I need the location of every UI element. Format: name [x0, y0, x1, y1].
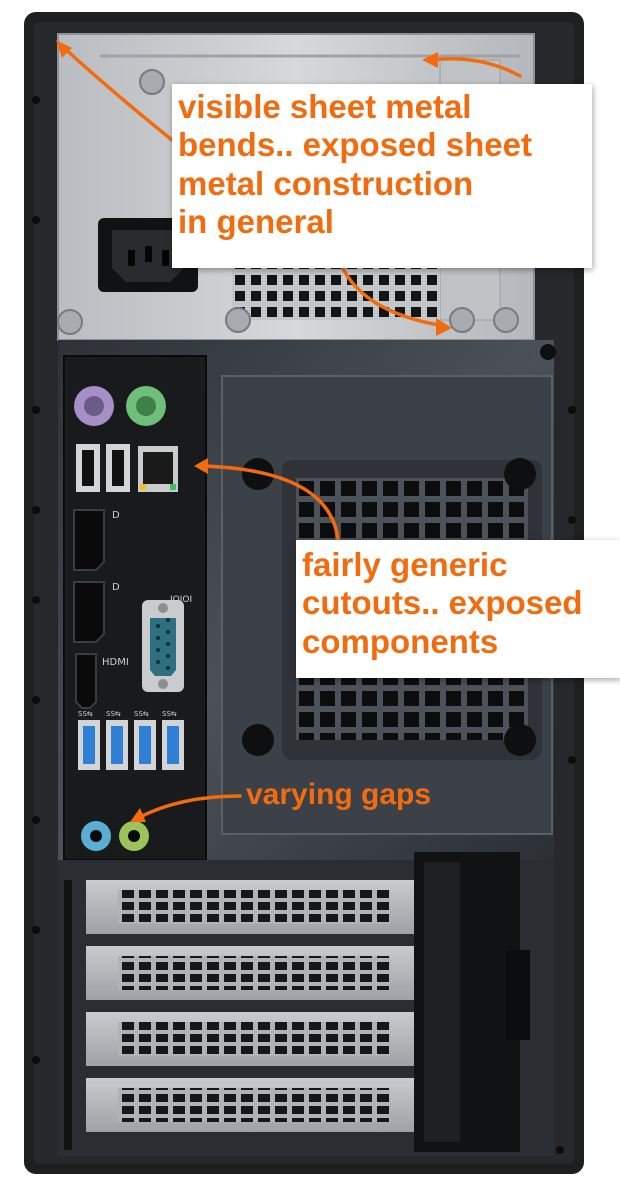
svg-text:SS⇆: SS⇆: [106, 710, 121, 718]
usb3-labels: SS⇆ SS⇆ SS⇆ SS⇆: [78, 710, 177, 718]
hdmi-port[interactable]: [75, 653, 97, 709]
ps2-mouse-port[interactable]: [74, 386, 114, 426]
slot-retention-bracket[interactable]: [414, 852, 530, 1152]
svg-text:SS⇆: SS⇆: [134, 710, 149, 718]
psu-screws: [57, 69, 519, 335]
expansion-slot-covers: [86, 880, 418, 1132]
hdmi-label: HDMI: [102, 657, 129, 668]
annotation-arrows: [60, 44, 522, 820]
annotation-varying-gaps: varying gaps: [246, 778, 432, 811]
ps2-keyboard-port[interactable]: [126, 386, 166, 426]
svg-text:SS⇆: SS⇆: [78, 710, 93, 718]
usb2-ports[interactable]: [76, 444, 130, 492]
ethernet-port[interactable]: [138, 446, 178, 492]
audio-line-out-jack[interactable]: [119, 821, 149, 851]
audio-line-in-jack[interactable]: [81, 821, 111, 851]
displayport-ports[interactable]: [73, 509, 105, 643]
annotation-cutouts: fairly generic cutouts.. exposed compone…: [296, 540, 620, 678]
serial-port[interactable]: [142, 600, 184, 692]
serial-label: IOIOI: [170, 595, 192, 605]
svg-text:SS⇆: SS⇆: [162, 710, 177, 718]
usb3-ports[interactable]: [78, 720, 184, 770]
displayport-label: D: [112, 510, 120, 521]
annotation-arrowheads: [56, 40, 452, 822]
displayport-label-2: D: [112, 582, 120, 593]
annotation-sheet-metal: visible sheet metal bends.. exposed shee…: [172, 84, 592, 268]
